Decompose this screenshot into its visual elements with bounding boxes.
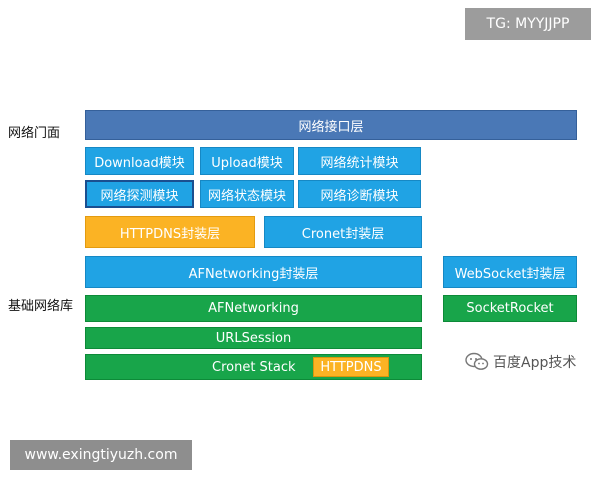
cronet-stack-layer: Cronet Stack HTTPDNS xyxy=(85,354,422,380)
wechat-icon xyxy=(465,352,489,370)
cronet-stack-label: Cronet Stack xyxy=(212,359,296,375)
upload-module: Upload模块 xyxy=(200,147,294,175)
network-stats-module: 网络统计模块 xyxy=(298,147,421,175)
network-probe-module: 网络探测模块 xyxy=(85,180,194,208)
httpdns-module: HTTPDNS xyxy=(313,357,389,377)
watermark-tg: TG: MYYJJPP xyxy=(465,8,591,40)
download-module: Download模块 xyxy=(85,147,194,175)
watermark-url: www.exingtiyuzh.com xyxy=(10,440,192,470)
httpdns-wrapper-layer: HTTPDNS封装层 xyxy=(85,216,255,248)
wechat-account-label: 百度App技术 xyxy=(493,355,577,371)
websocket-wrapper-layer: WebSocket封装层 xyxy=(443,256,577,288)
watermark-wechat: 百度App技术 xyxy=(465,352,576,372)
label-base-network-library: 基础网络库 xyxy=(8,299,74,314)
network-state-module: 网络状态模块 xyxy=(200,180,294,208)
socketrocket-layer: SocketRocket xyxy=(443,295,577,322)
afnetworking-layer: AFNetworking xyxy=(85,295,422,322)
network-interface-layer: 网络接口层 xyxy=(85,110,577,140)
label-network-facade: 网络门面 xyxy=(8,126,61,141)
network-diagnose-module: 网络诊断模块 xyxy=(298,180,421,208)
afnetworking-wrapper-layer: AFNetworking封装层 xyxy=(85,256,422,288)
urlsession-layer: URLSession xyxy=(85,327,422,349)
cronet-wrapper-layer: Cronet封装层 xyxy=(264,216,422,248)
